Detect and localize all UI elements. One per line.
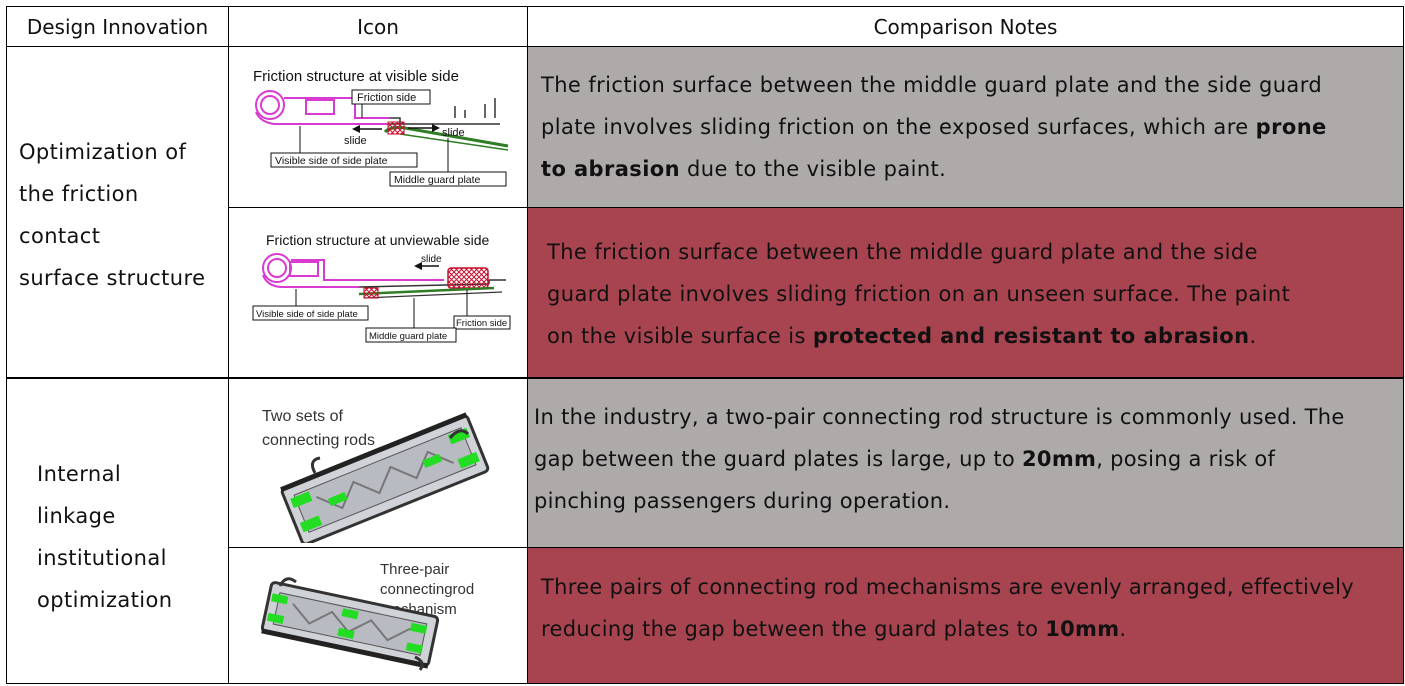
side-plate-shape xyxy=(262,253,444,288)
middle-plate-shape xyxy=(358,286,495,296)
slide-label: slide xyxy=(421,254,442,265)
category-line: Optimization of xyxy=(19,140,187,164)
table-divider-row1 xyxy=(228,207,1404,208)
note-text-4: Three pairs of connecting rod mechanisms… xyxy=(541,566,1402,650)
category-linkage-optimization: Internal linkage institutional optimizat… xyxy=(37,453,222,621)
category-line: institutional xyxy=(37,546,167,570)
category-line: the friction xyxy=(19,182,139,206)
note-line: The friction surface between the middle … xyxy=(541,73,1323,97)
category-line: Internal xyxy=(37,462,122,486)
table-col-divider-2 xyxy=(527,6,528,684)
header-design-innovation: Design Innovation xyxy=(26,14,209,39)
slide-left-label: slide xyxy=(344,135,367,147)
header-icon: Icon xyxy=(357,14,399,39)
visible-side-label: Visible side of side plate xyxy=(275,155,388,167)
slide-right-label: slide xyxy=(442,127,465,139)
visible-side-label: Visible side of side plate xyxy=(256,309,358,320)
side-plate-shape xyxy=(255,90,390,125)
note-text-1: The friction surface between the middle … xyxy=(541,64,1401,190)
table-col-divider-1 xyxy=(228,6,229,684)
friction-zone-icon xyxy=(447,267,489,289)
category-line: surface structure xyxy=(19,266,206,290)
note-line: reducing the gap between the guard plate… xyxy=(541,617,1127,641)
header-comparison-notes: Comparison Notes xyxy=(873,14,1058,39)
table-divider-row3 xyxy=(228,547,1404,548)
note-line: guard plate involves sliding friction on… xyxy=(547,282,1291,306)
note-cell-3 xyxy=(528,379,1403,547)
category-line: optimization xyxy=(37,588,173,612)
note-line: on the visible surface is protected and … xyxy=(547,324,1257,348)
table-border-bottom xyxy=(6,683,1404,684)
friction-side-label: Friction side xyxy=(357,92,416,104)
friction-side-label: Friction side xyxy=(456,318,507,329)
guard-plate-assembly-icon xyxy=(280,412,490,543)
category-friction-structure: Optimization of the friction contact sur… xyxy=(19,131,224,299)
diagram-caption: connecting rods xyxy=(262,432,375,449)
friction-zone-icon xyxy=(387,121,405,135)
note-text-3: In the industry, a two-pair connecting r… xyxy=(534,396,1402,522)
note-line: Three pairs of connecting rod mechanisms… xyxy=(541,575,1354,599)
friction-unviewable-side-diagram: Friction structure at unviewable side sl… xyxy=(244,222,524,372)
note-cell-1 xyxy=(528,47,1403,207)
note-line: pinching passengers during operation. xyxy=(534,489,951,513)
table-border-header xyxy=(6,46,1404,47)
note-cell-4 xyxy=(528,548,1403,683)
diagram-title: Friction structure at unviewable side xyxy=(266,232,490,248)
note-line: to abrasion due to the visible paint. xyxy=(541,157,947,181)
two-rods-diagram: Two sets of connecting rods xyxy=(250,398,522,543)
three-rods-diagram: Three-pair connectingrod mechanism xyxy=(250,552,522,680)
table-border-top xyxy=(6,6,1404,7)
table-border-left xyxy=(6,6,7,684)
diagram-title: Friction structure at visible side xyxy=(253,68,459,85)
note-line: gap between the guard plates is large, u… xyxy=(534,447,1276,471)
diagram-caption: Three-pair xyxy=(380,561,449,578)
note-line: plate involves sliding friction on the e… xyxy=(541,115,1327,139)
diagram-caption: connectingrod xyxy=(380,581,474,598)
guard-plate-assembly-icon xyxy=(260,581,440,669)
middle-plate-label: Middle guard plate xyxy=(394,174,481,186)
friction-visible-side-diagram: Friction structure at visible side Frict… xyxy=(240,60,520,200)
category-line: linkage xyxy=(37,504,116,528)
table-divider-group xyxy=(6,377,1404,379)
middle-plate-label: Middle guard plate xyxy=(369,331,447,342)
note-line: In the industry, a two-pair connecting r… xyxy=(534,405,1345,429)
note-line: The friction surface between the middle … xyxy=(547,240,1258,264)
diagram-caption: Two sets of xyxy=(262,408,343,425)
category-line: contact xyxy=(19,224,101,248)
note-cell-2 xyxy=(528,208,1403,377)
table-border-right xyxy=(1403,6,1404,684)
note-text-2: The friction surface between the middle … xyxy=(547,231,1402,357)
